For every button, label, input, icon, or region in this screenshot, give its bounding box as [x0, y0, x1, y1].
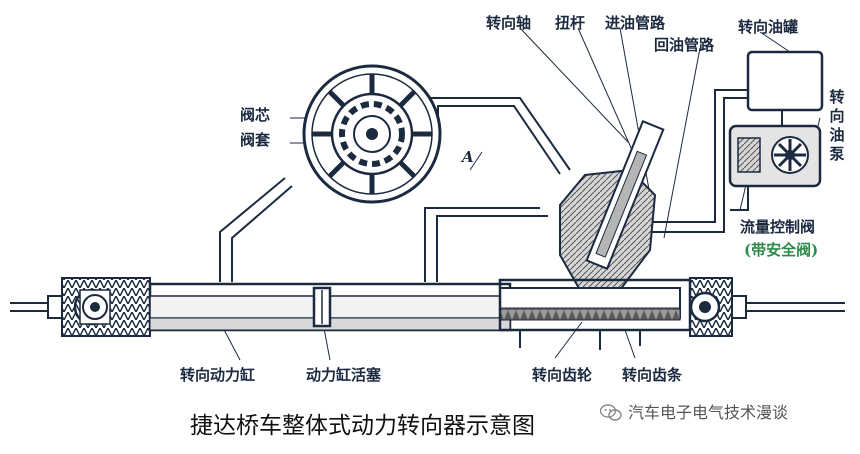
leader-lines — [219, 27, 821, 361]
label-steering-shaft: 转向轴 — [486, 14, 532, 32]
rotary-valve — [302, 64, 442, 204]
oil-pipes — [219, 89, 750, 282]
label-cylinder: 转向动力缸 — [180, 366, 256, 384]
label-valve-sleeve: 阀套 — [240, 131, 271, 149]
oil-tank — [746, 50, 824, 128]
label-safety-valve: (带安全阀) — [744, 241, 819, 259]
diagram-caption: 捷达桥车整体式动力转向器示意图 — [190, 413, 535, 439]
watermark-text: 汽车电子电气技术漫谈 — [628, 403, 789, 422]
label-return-pipe: 回油管路 — [654, 36, 715, 54]
gear-housing — [559, 120, 665, 291]
wechat-icon — [600, 404, 622, 421]
label-torsion-bar: 扭杆 — [555, 14, 586, 32]
rack-assembly — [10, 277, 845, 350]
label-inlet-pipe: 进油管路 — [605, 14, 666, 32]
label-section-mark: A — [462, 148, 474, 166]
label-pump: 转向油泵 — [829, 88, 845, 163]
label-rack: 转向齿条 — [622, 366, 683, 384]
watermark: 汽车电子电气技术漫谈 — [600, 404, 788, 422]
label-pinion: 转向齿轮 — [532, 366, 593, 384]
steering-pump — [728, 124, 822, 188]
label-flow-valve: 流量控制阀 — [740, 218, 816, 236]
label-valve-core: 阀芯 — [240, 106, 271, 124]
label-piston: 动力缸活塞 — [306, 366, 382, 384]
label-oil-tank: 转向油罐 — [738, 18, 799, 36]
